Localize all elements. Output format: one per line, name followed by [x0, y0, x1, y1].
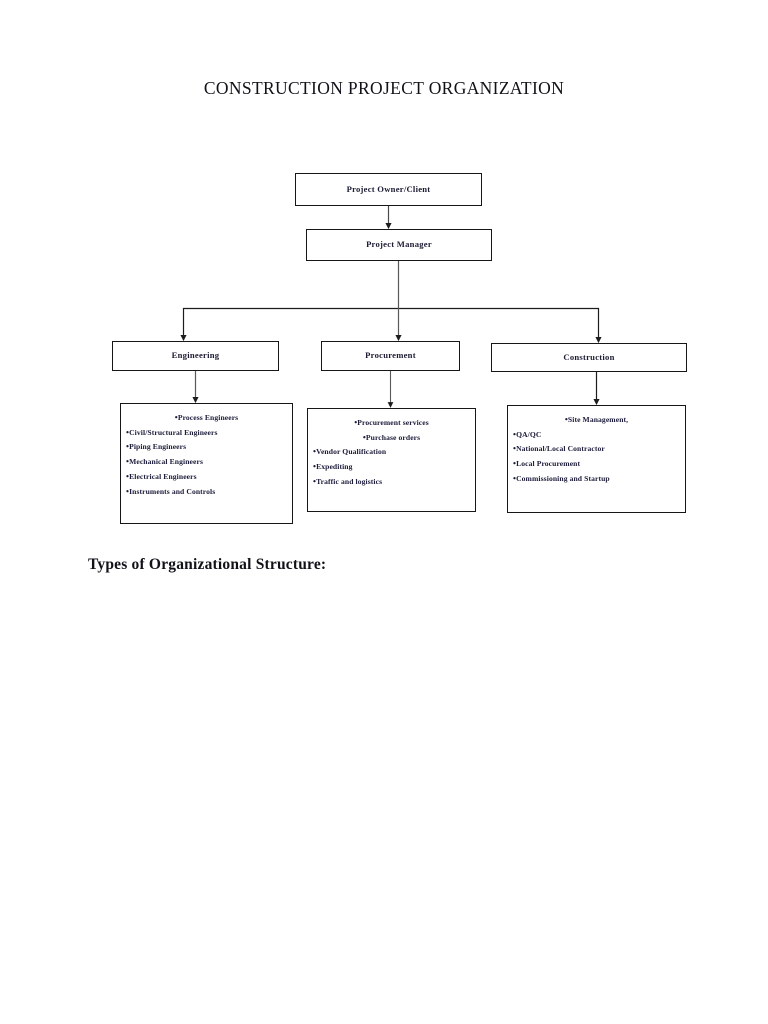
connector-lines: [180, 206, 602, 408]
detail-box-procurement: •Procurement services •Purchase orders •…: [307, 408, 476, 512]
bullet-icon: •: [126, 426, 130, 437]
list-item-label: Commissioning and Startup: [516, 474, 610, 484]
bullet-icon: •: [313, 476, 317, 487]
node-label: Engineering: [171, 350, 220, 361]
detail-box-construction: •Site Management, •QA/QC •National/Local…: [507, 405, 686, 513]
bullet-icon: •: [513, 458, 517, 469]
list-item-label: Mechanical Engineers: [129, 457, 203, 467]
list-item-label: Instruments and Controls: [129, 487, 216, 497]
bullet-icon: •: [564, 413, 568, 424]
detail-box-engineering: •Process Engineers •Civil/Structural Eng…: [120, 403, 293, 524]
org-chart: Project Owner/Client Project Manager Eng…: [112, 173, 687, 524]
list-item: •Local Procurement: [508, 457, 685, 472]
section-heading-types-of-organizational-structure: Types of Organizational Structure:: [88, 556, 327, 573]
list-item: •Instruments and Controls: [121, 485, 292, 500]
list-item-label: Civil/Structural Engineers: [129, 427, 218, 437]
list-item: •Mechanical Engineers: [121, 455, 292, 470]
bullet-icon: •: [513, 443, 517, 454]
list-item: •Process Engineers: [121, 410, 292, 425]
node-project-manager[interactable]: Project Manager: [306, 229, 492, 261]
list-item-label: Vendor Qualification: [316, 447, 387, 457]
list-item-label: National/Local Contractor: [516, 444, 605, 454]
list-item-label: QA/QC: [516, 429, 542, 439]
list-item: •Expediting: [308, 460, 475, 475]
list-item-label: Procurement services: [357, 417, 429, 427]
bullet-icon: •: [362, 431, 366, 442]
bullet-icon: •: [313, 461, 317, 472]
bullet-icon: •: [126, 456, 130, 467]
list-item: •Procurement services: [308, 415, 475, 430]
node-procurement[interactable]: Procurement: [321, 341, 460, 371]
list-item: •Traffic and logistics: [308, 475, 475, 490]
node-label: Project Manager: [366, 239, 432, 250]
list-item: •Civil/Structural Engineers: [121, 425, 292, 440]
bullet-icon: •: [126, 441, 130, 452]
list-item: •Site Management,: [508, 412, 685, 427]
list-item: •QA/QC: [508, 427, 685, 442]
node-construction[interactable]: Construction: [491, 343, 687, 372]
list-item: •Commissioning and Startup: [508, 472, 685, 487]
procurement-list: •Procurement services •Purchase orders •…: [308, 415, 475, 490]
list-item: •Electrical Engineers: [121, 470, 292, 485]
node-label: Procurement: [365, 350, 416, 361]
construction-list: •Site Management, •QA/QC •National/Local…: [508, 412, 685, 487]
list-item-label: Local Procurement: [516, 459, 581, 469]
node-project-owner-client[interactable]: Project Owner/Client: [295, 173, 482, 206]
list-item-label: Expediting: [316, 462, 353, 472]
list-item: •Piping Engineers: [121, 440, 292, 455]
list-item: •Vendor Qualification: [308, 445, 475, 460]
engineering-list: •Process Engineers •Civil/Structural Eng…: [121, 410, 292, 499]
bullet-icon: •: [513, 428, 517, 439]
list-item-label: Site Management,: [567, 414, 629, 424]
list-item-label: Electrical Engineers: [129, 472, 197, 482]
list-item: •Purchase orders: [308, 430, 475, 445]
list-item: •National/Local Contractor: [508, 442, 685, 457]
node-label: Project Owner/Client: [346, 183, 431, 194]
page-title: CONSTRUCTION PROJECT ORGANIZATION: [203, 78, 565, 98]
bullet-icon: •: [354, 416, 358, 427]
bullet-icon: •: [513, 473, 517, 484]
list-item-label: Purchase orders: [365, 432, 421, 442]
node-engineering[interactable]: Engineering: [112, 341, 279, 371]
list-item-label: Piping Engineers: [129, 442, 187, 452]
bullet-icon: •: [313, 446, 317, 457]
bullet-icon: •: [126, 486, 130, 497]
bullet-icon: •: [174, 411, 178, 422]
node-label: Construction: [563, 351, 615, 362]
list-item-label: Process Engineers: [177, 412, 239, 422]
list-item-label: Traffic and logistics: [316, 477, 383, 487]
bullet-icon: •: [126, 471, 130, 482]
